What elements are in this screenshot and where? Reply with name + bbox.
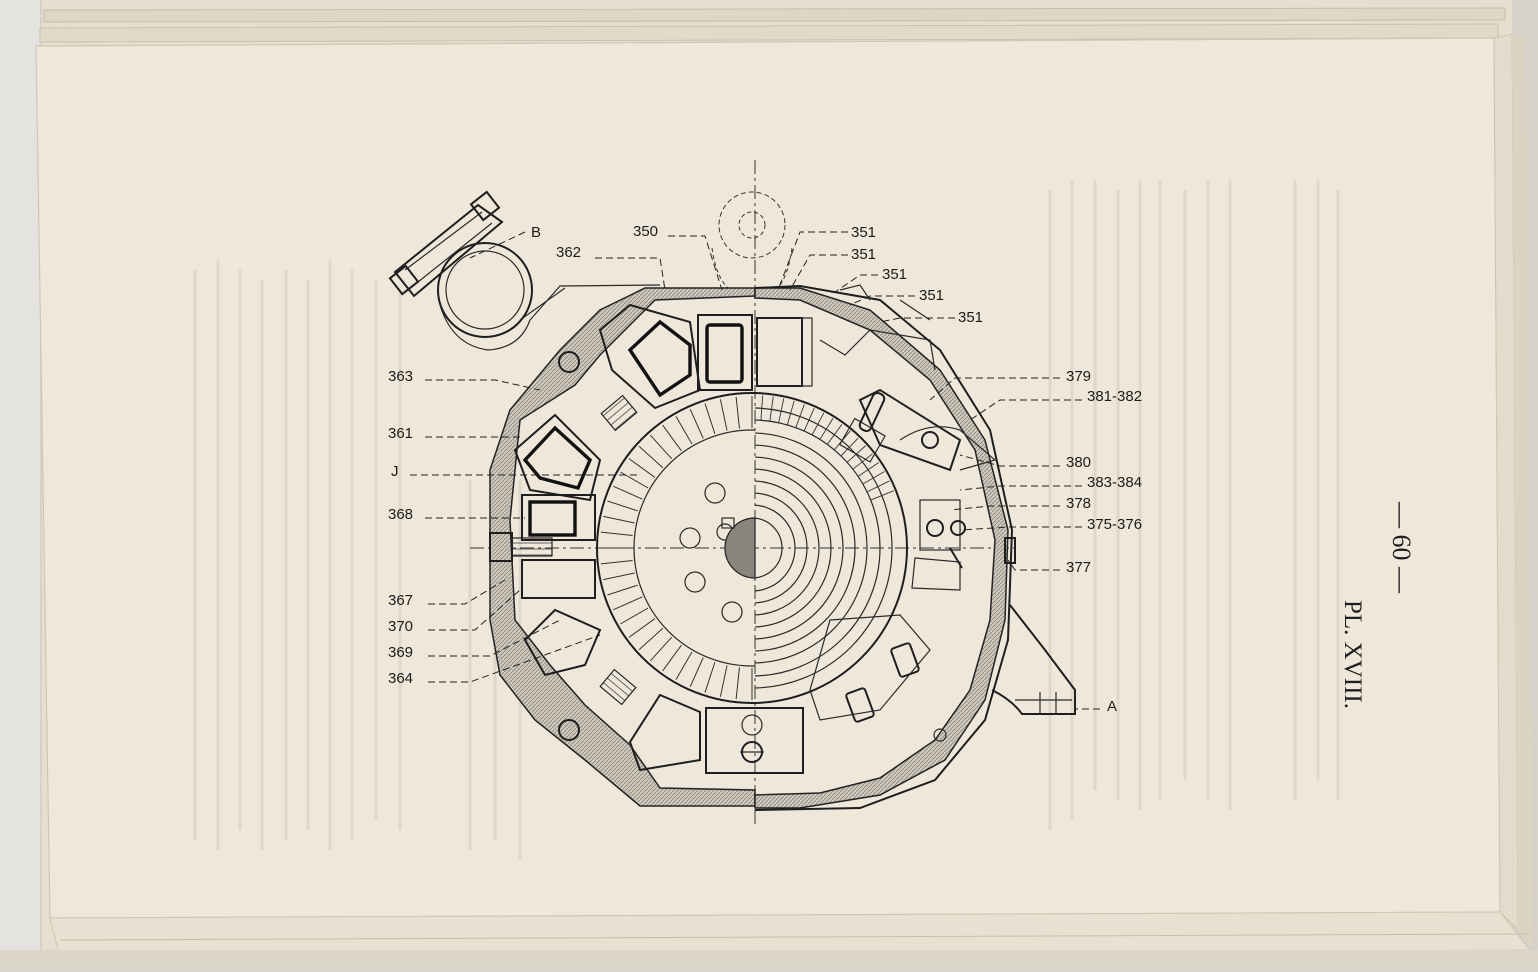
armature-slot: [612, 596, 643, 611]
armature-slot: [675, 651, 693, 680]
label-351-c: 351: [882, 266, 907, 283]
label-368: 368: [388, 506, 413, 523]
label-375-376: 375-376: [1087, 516, 1142, 533]
commutator-bar: [862, 471, 885, 485]
armature-slot: [649, 636, 673, 662]
commutator-bar: [857, 462, 880, 477]
label-351-b: 351: [851, 246, 876, 263]
armature-slot: [719, 399, 728, 431]
armature-slot: [689, 408, 704, 439]
commutator-bar: [795, 404, 805, 428]
label-379: 379: [1066, 368, 1091, 385]
armature-slot: [612, 485, 643, 500]
frame-left-section: [489, 287, 756, 807]
armature-slot: [638, 445, 664, 469]
commutator-bar: [826, 423, 843, 445]
label-383-384: 383-384: [1087, 474, 1142, 491]
commutator-bar: [840, 437, 859, 457]
armature-slot: [704, 403, 716, 435]
label-381-382: 381-382: [1087, 388, 1142, 405]
commutator-bar: [760, 395, 764, 421]
commutator-bar: [786, 400, 795, 426]
label-362: 362: [556, 244, 581, 261]
label-363: 363: [388, 368, 413, 385]
label-350: 350: [633, 223, 658, 240]
label-361: 361: [388, 425, 413, 442]
armature-slot: [628, 458, 656, 478]
armature-slot: [607, 584, 639, 596]
label-364: 364: [388, 670, 413, 687]
armature-slot: [719, 665, 728, 697]
armature-slot: [735, 396, 740, 429]
armature-slot: [600, 531, 633, 536]
label-380: 380: [1066, 454, 1091, 471]
label-377: 377: [1066, 559, 1091, 576]
label-J: J: [391, 463, 399, 480]
page-number: — 60 —: [1387, 501, 1416, 594]
pole-bolts: [489, 351, 638, 741]
label-B: B: [531, 224, 541, 241]
armature-left: [596, 392, 755, 704]
plate-title: PL. XVIII.: [1339, 600, 1366, 709]
armature-slot: [662, 644, 682, 672]
commutator-bar: [819, 418, 834, 440]
commutator-bar: [866, 480, 890, 493]
commutator-bar: [803, 408, 815, 432]
commutator-bar: [852, 453, 873, 470]
armature-slot: [620, 607, 649, 625]
armature-slot: [603, 515, 635, 524]
armature-slot: [662, 424, 682, 452]
motor-cross-section: B 362 350 363 361 J 368 367 370 369 364 …: [388, 160, 1142, 825]
armature-slot: [600, 560, 633, 565]
clamp-ring: [388, 190, 661, 351]
armature-slot: [735, 667, 740, 700]
leader-lines: [410, 231, 1100, 710]
label-351-a: 351: [851, 224, 876, 241]
commutator-bar: [778, 398, 785, 423]
label-351-e: 351: [958, 309, 983, 326]
label-351-d: 351: [919, 287, 944, 304]
label-369: 369: [388, 644, 413, 661]
commutator-right: [755, 392, 908, 704]
part-labels: B 362 350 363 361 J 368 367 370 369 364 …: [388, 223, 1142, 715]
label-370: 370: [388, 618, 413, 635]
armature-slot: [675, 416, 693, 445]
armature-slot: [603, 572, 635, 581]
mounting-foot: [991, 604, 1076, 715]
frame-right-section: [754, 287, 1009, 809]
page-sheet: [35, 37, 1501, 919]
label-A: A: [1107, 698, 1117, 715]
armature-slot: [628, 618, 656, 638]
armature-slot: [638, 627, 664, 651]
armature-slot: [607, 500, 639, 512]
commutator-bar: [769, 396, 774, 422]
shaft-section: [724, 517, 756, 579]
brush-gear: [809, 284, 1016, 742]
label-378: 378: [1066, 495, 1091, 512]
armature-slot: [704, 661, 716, 693]
armature-slot: [689, 657, 704, 688]
label-367: 367: [388, 592, 413, 609]
commutator-bar: [870, 490, 895, 501]
commutator-bar: [811, 412, 825, 436]
armature-slot: [649, 434, 673, 460]
